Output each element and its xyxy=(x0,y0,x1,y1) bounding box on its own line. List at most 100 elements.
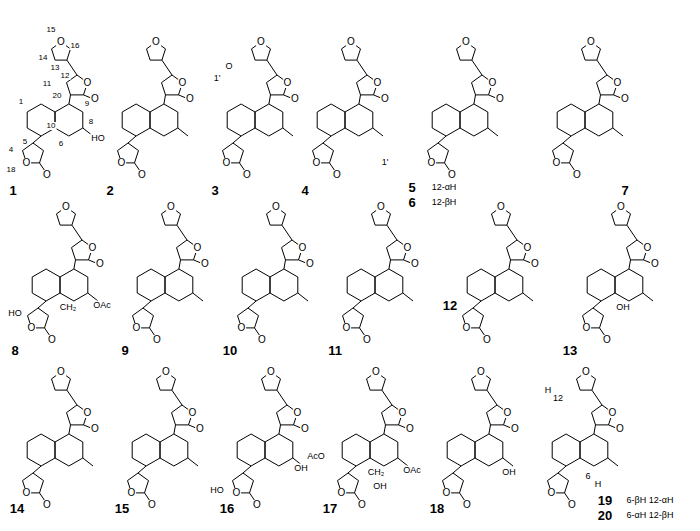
bond xyxy=(269,95,271,104)
bond xyxy=(384,425,386,434)
bond xyxy=(172,390,182,405)
bond xyxy=(438,136,446,143)
atom-label: O xyxy=(90,94,100,104)
atom-label: 12-βH xyxy=(431,198,458,207)
atom-label: O xyxy=(616,202,626,212)
atom-label: O xyxy=(337,488,347,498)
bond xyxy=(179,260,181,269)
atom-label: O xyxy=(427,158,437,168)
atom-label: 1' xyxy=(381,158,390,167)
atom-label: OAc xyxy=(402,466,422,475)
compound-number: 15 xyxy=(114,502,130,515)
atom-label: O xyxy=(567,500,577,510)
bond xyxy=(474,95,476,104)
atom-label: AcO xyxy=(306,452,326,461)
bond xyxy=(523,293,533,301)
atom-label: O xyxy=(572,170,582,180)
bond xyxy=(83,458,93,466)
ring xyxy=(255,104,283,136)
atom-label: O xyxy=(90,424,100,434)
ring xyxy=(447,434,475,466)
atom-label: O xyxy=(380,94,390,104)
compound-number: 9 xyxy=(120,344,129,357)
atom-label: O xyxy=(88,243,98,253)
atom-label: O xyxy=(405,424,415,434)
atom-label: O xyxy=(371,367,381,377)
bond xyxy=(627,225,637,240)
atom-label: O xyxy=(95,259,105,269)
atom-label: O xyxy=(252,500,262,510)
atom-label: 8 xyxy=(88,118,94,126)
ring xyxy=(132,434,160,466)
ring xyxy=(375,269,403,301)
compound-number: 13 xyxy=(562,344,578,357)
ring xyxy=(347,269,375,301)
atom-label: O xyxy=(290,94,300,104)
atom-label: O xyxy=(256,37,266,47)
atom-label: O xyxy=(271,202,281,212)
atom-label: 12-αH xyxy=(431,183,458,192)
compound-number: 8 xyxy=(10,344,19,357)
atom-label: 1' xyxy=(213,74,222,83)
bond xyxy=(174,425,176,434)
bond xyxy=(38,301,46,308)
atom-label: O xyxy=(42,500,52,510)
atom-label: O xyxy=(147,500,157,510)
ring xyxy=(160,434,188,466)
compound-number: 14 xyxy=(9,502,25,515)
ring xyxy=(580,434,608,466)
bond xyxy=(389,260,391,269)
atom-label: O xyxy=(200,259,210,269)
atom-label: 10 xyxy=(46,122,57,130)
bond xyxy=(643,293,653,301)
bond xyxy=(357,60,367,75)
ring xyxy=(615,269,643,301)
ring xyxy=(55,104,83,136)
bond xyxy=(33,466,41,473)
compound-number: 20 xyxy=(597,509,613,522)
atom-label: 6-βH 12-αH xyxy=(626,496,675,505)
atom-label: O xyxy=(195,424,205,434)
atom-label: CH₂ xyxy=(59,303,78,312)
ring xyxy=(150,104,178,136)
bond xyxy=(489,425,491,434)
atom-label: O xyxy=(151,37,161,47)
compound-number: 12 xyxy=(442,299,458,312)
ring xyxy=(432,104,460,136)
atom-label: O xyxy=(61,202,71,212)
atom-label: O xyxy=(608,408,618,418)
atom-label: O xyxy=(602,335,612,345)
atom-label: O xyxy=(547,488,557,498)
bond xyxy=(597,60,607,75)
bond xyxy=(382,390,392,405)
atom-label: 12 xyxy=(552,394,564,403)
atom-label: 6 xyxy=(58,140,64,148)
ring xyxy=(270,269,298,301)
atom-label: O xyxy=(582,323,592,333)
bond xyxy=(507,225,517,240)
atom-label: O xyxy=(257,335,267,345)
atom-label: O xyxy=(27,323,37,333)
atom-label: O xyxy=(332,170,342,180)
atom-label: H xyxy=(544,386,553,395)
atom-label: O xyxy=(495,94,505,104)
atom-label: O xyxy=(132,323,142,333)
bond xyxy=(453,466,461,473)
atom-label: O xyxy=(293,408,303,418)
atom-label: O xyxy=(643,243,653,253)
bond xyxy=(233,136,241,143)
atom-label: O xyxy=(447,170,457,180)
atom-label: O xyxy=(237,323,247,333)
atom-label: O xyxy=(496,202,506,212)
atom-label: 16 xyxy=(70,42,81,50)
ring xyxy=(27,434,55,466)
atom-label: O xyxy=(510,424,520,434)
bond xyxy=(33,136,41,143)
atom-label: O xyxy=(488,78,498,88)
atom-label: O xyxy=(56,367,66,377)
bond xyxy=(248,301,256,308)
atom-label: O xyxy=(127,488,137,498)
bond xyxy=(403,293,413,301)
atom-label: O xyxy=(461,37,471,47)
